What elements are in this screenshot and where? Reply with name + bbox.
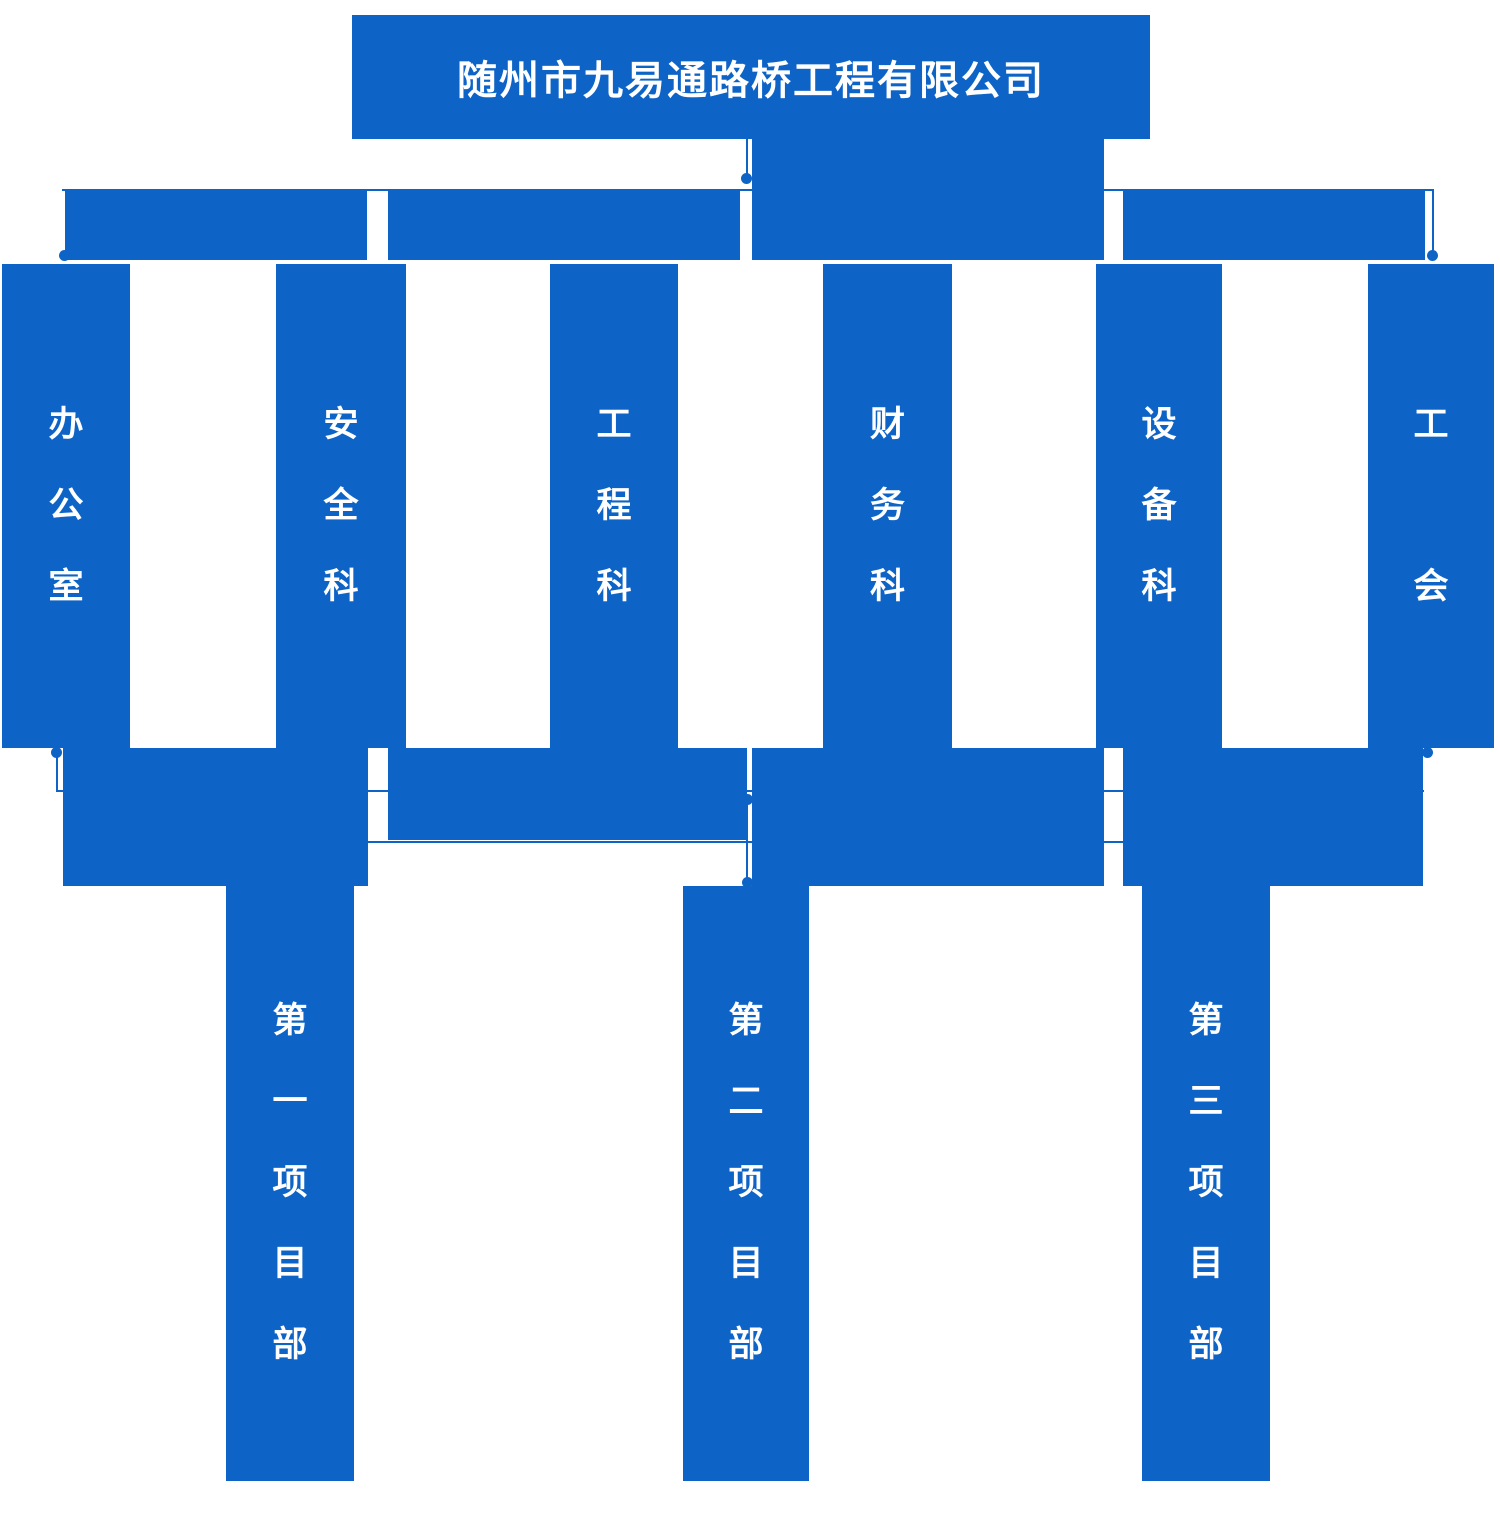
project-dept-box-1: 第 一 项 目 部 <box>226 886 354 1481</box>
dept-box-safety: 安 全 科 <box>276 264 406 748</box>
dept-label: 办 公 室 <box>48 404 84 607</box>
company-title-box: 随州市九易通路桥工程有限公司 <box>352 15 1150 139</box>
company-title-text: 随州市九易通路桥工程有限公司 <box>457 58 1045 104</box>
project-dept-label: 第 一 项 目 部 <box>272 1001 308 1365</box>
dept-box-labor-union: 工 会 <box>1368 264 1494 748</box>
dept-label: 财 务 科 <box>869 404 905 607</box>
project-dept-box-3: 第 三 项 目 部 <box>1142 886 1270 1481</box>
empty-node <box>752 748 1104 886</box>
connector-line-level1 <box>62 189 1434 191</box>
dept-label: 工 会 <box>1413 404 1449 607</box>
connector-dot <box>742 877 753 888</box>
empty-node <box>388 190 740 260</box>
connector-line-center-drop <box>746 795 748 886</box>
empty-node <box>388 748 747 840</box>
dept-box-finance: 财 务 科 <box>823 264 952 748</box>
connector-line-level3 <box>290 841 1206 843</box>
empty-node <box>65 190 367 260</box>
connector-dot <box>51 747 62 758</box>
project-dept-label: 第 二 项 目 部 <box>728 1001 764 1365</box>
connector-dot <box>59 250 70 261</box>
empty-node <box>1123 190 1425 260</box>
project-dept-box-2: 第 二 项 目 部 <box>683 886 809 1481</box>
dept-label: 安 全 科 <box>323 404 359 607</box>
connector-line-title-drop <box>746 139 748 177</box>
dept-box-engineering: 工 程 科 <box>550 264 678 748</box>
dept-box-office: 办 公 室 <box>2 264 130 748</box>
dept-box-equipment: 设 备 科 <box>1096 264 1222 748</box>
connector-line-left-drop <box>56 752 58 792</box>
connector-dot <box>742 794 753 805</box>
connector-dot <box>1422 747 1433 758</box>
connector-line-right-drop <box>1432 189 1434 253</box>
empty-node <box>752 139 1104 260</box>
dept-label: 设 备 科 <box>1141 404 1177 607</box>
project-dept-label: 第 三 项 目 部 <box>1188 1001 1224 1365</box>
connector-dot <box>1427 250 1438 261</box>
connector-dot <box>741 173 752 184</box>
dept-label: 工 程 科 <box>596 404 632 607</box>
empty-node <box>63 748 368 886</box>
empty-node <box>1123 748 1423 886</box>
